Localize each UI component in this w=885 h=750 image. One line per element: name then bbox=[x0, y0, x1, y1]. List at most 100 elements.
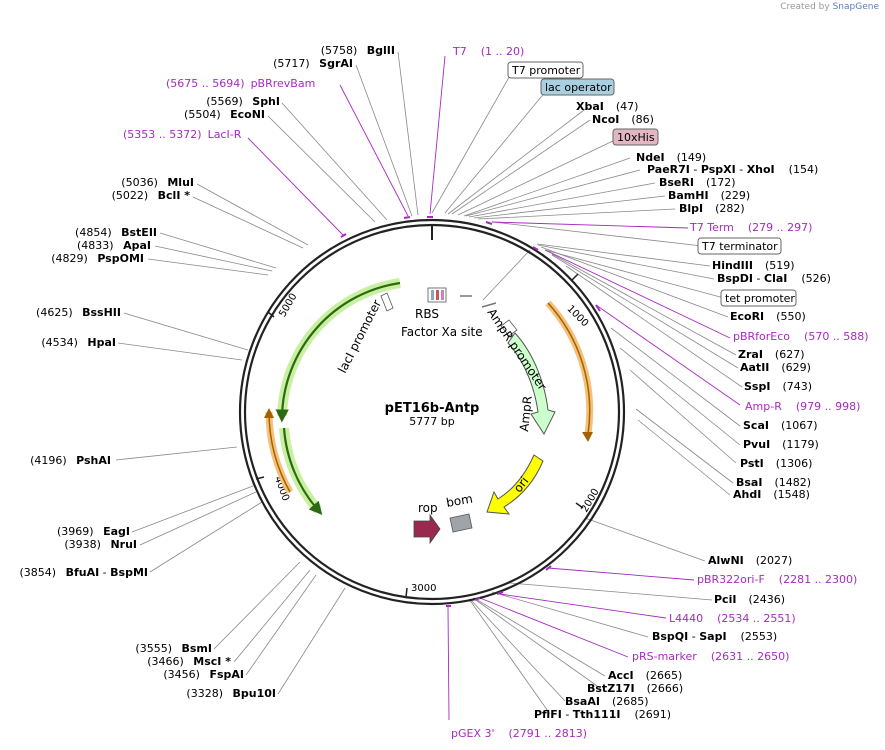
site-fspai: (3456) FspAI bbox=[163, 668, 244, 681]
svg-text:tet promoter: tet promoter bbox=[725, 292, 795, 305]
svg-text:T7 terminator: T7 terminator bbox=[701, 240, 778, 253]
site-econi: (5504) EcoNI bbox=[184, 108, 265, 121]
bom-box bbox=[449, 513, 473, 533]
tick-2000: 2000 bbox=[579, 487, 601, 515]
primer-pbr322ori-f: pBR322ori-F(2281 .. 2300) bbox=[697, 573, 857, 586]
credit: Created by SnapGene bbox=[780, 2, 879, 12]
right-site-labels: XbaI(47) NcoI(86) NdeI(149) PaeR7I - Psp… bbox=[534, 100, 831, 721]
primer-connectors bbox=[247, 55, 741, 721]
site-bpu10i: (3328) Bpu10I bbox=[186, 687, 276, 700]
badge-tet-promoter: tet promoter bbox=[720, 289, 797, 307]
primer-pbrrevbam: (5675 .. 5694)pBRrevBam bbox=[166, 77, 315, 90]
site-xbai: XbaI(47) bbox=[576, 100, 638, 113]
site-aatii: AatII(629) bbox=[740, 361, 811, 374]
primer-marks bbox=[340, 216, 601, 607]
tick-3000: 3000 bbox=[411, 583, 436, 594]
primer-l4440: L4440(2534 .. 2551) bbox=[669, 612, 796, 625]
connector-lines bbox=[115, 51, 743, 715]
site-pvui: PvuI(1179) bbox=[743, 438, 819, 451]
rbs-stripe-2 bbox=[436, 290, 439, 300]
ruler-ticks bbox=[255, 273, 584, 598]
ori-arrow bbox=[486, 454, 544, 515]
primer-prs-marker: pRS-marker(2631 .. 2650) bbox=[632, 650, 789, 663]
backbone-outer bbox=[238, 218, 626, 606]
bom-label: bom bbox=[445, 492, 474, 510]
site-ecori: EcoRI(550) bbox=[730, 310, 806, 323]
site-eagi: (3969) EagI bbox=[57, 525, 130, 538]
site-zrai: ZraI(627) bbox=[738, 348, 805, 361]
badge-lac-operator: lac operator bbox=[540, 78, 615, 96]
site-pflfi: PflFI - Tth111I(2691) bbox=[534, 708, 671, 721]
site-hpai: (4534) HpaI bbox=[41, 336, 116, 349]
ampr-promoter-label: AmpR promoter bbox=[485, 306, 550, 393]
site-bseri: BseRI(172) bbox=[659, 176, 736, 189]
site-pspomi: (4829) PspOMI bbox=[51, 252, 144, 265]
primer-pgex3: pGEX 3'(2791 .. 2813) bbox=[451, 727, 587, 740]
ampr-start-mark bbox=[481, 302, 497, 308]
site-sphi: (5569) SphI bbox=[206, 95, 280, 108]
site-bstz17i: BstZ17I(2666) bbox=[587, 682, 683, 695]
left-orange-arc-line bbox=[268, 411, 291, 493]
site-blpi: BlpI(282) bbox=[679, 202, 745, 215]
primer-t7: T7(1 .. 20) bbox=[452, 45, 524, 58]
site-bsshii: (4625) BssHII bbox=[36, 306, 121, 319]
ampr-promoter-arrow bbox=[500, 319, 518, 337]
primer-amp-r: Amp-R(979 .. 998) bbox=[745, 400, 860, 413]
site-mlui: (5036) MluI bbox=[121, 176, 194, 189]
site-acci: AccI(2665) bbox=[608, 669, 682, 682]
rop-label: rop bbox=[418, 501, 438, 515]
right-orange-arc-line bbox=[547, 302, 591, 435]
badge-t7-promoter: T7 promoter bbox=[507, 61, 584, 79]
site-nrui: (3938) NruI bbox=[64, 538, 137, 551]
badge-10xhis: 10xHis bbox=[612, 128, 659, 146]
site-bspqi: BspQI - SapI(2553) bbox=[652, 630, 777, 643]
site-apai: (4833) ApaI bbox=[77, 239, 151, 252]
rbs-stripe-3 bbox=[441, 290, 444, 300]
primer-laci-r: (5353 .. 5372)LacI-R bbox=[123, 128, 242, 141]
left-orange-arrowhead bbox=[264, 408, 274, 418]
ampr-label: AmpR bbox=[517, 395, 535, 432]
site-bspdi: BspDI - ClaI(526) bbox=[717, 272, 831, 285]
site-bsteii: (4854) BstEII bbox=[75, 226, 157, 239]
site-sgrai: (5717) SgrAI bbox=[273, 57, 353, 70]
snapgene-logo: SnapGene bbox=[832, 2, 879, 12]
site-sspi: SspI(743) bbox=[744, 380, 812, 393]
badge-t7-terminator: T7 terminator bbox=[697, 237, 782, 255]
site-bsai: BsaI(1482) bbox=[736, 476, 811, 489]
site-bamhi: BamHI(229) bbox=[668, 189, 750, 202]
site-hindiii: HindIII(519) bbox=[712, 259, 795, 272]
primer-t7-term: T7 Term(279 .. 297) bbox=[689, 221, 812, 234]
primer-pbrforeco: pBRforEco(570 .. 588) bbox=[733, 330, 869, 343]
site-pshai: (4196) PshAI bbox=[30, 454, 111, 467]
site-bcli: (5022) BclI * bbox=[112, 189, 191, 202]
svg-text:lac operator: lac operator bbox=[545, 81, 612, 94]
rbs-label: RBS bbox=[415, 307, 439, 321]
plasmid-name: pET16b-Antp bbox=[385, 401, 480, 416]
site-alwni: AlwNI(2027) bbox=[708, 554, 792, 567]
laci-promoter-arrow bbox=[380, 292, 394, 312]
ampr-arrow bbox=[507, 332, 556, 436]
site-ncoi: NcoI(86) bbox=[592, 113, 654, 126]
laci-feature bbox=[275, 278, 401, 515]
site-paer7i: PaeR7I - PspXI - XhoI(154) bbox=[647, 163, 818, 176]
right-orange-arrowhead bbox=[582, 432, 593, 442]
svg-text:10xHis: 10xHis bbox=[617, 131, 655, 144]
rop-arrow bbox=[413, 513, 441, 545]
site-bsmi: (3555) BsmI bbox=[135, 642, 212, 655]
site-bsaai: BsaAI(2685) bbox=[565, 695, 649, 708]
svg-text:T7 promoter: T7 promoter bbox=[511, 64, 581, 77]
site-bglii: (5758) BglII bbox=[321, 44, 395, 57]
site-ndei: NdeI(149) bbox=[636, 151, 706, 164]
site-pcii: PciI(2436) bbox=[714, 593, 785, 606]
site-bfuai: (3854) BfuAI - BspMI bbox=[19, 566, 148, 579]
site-psti: PstI(1306) bbox=[740, 457, 812, 470]
plasmid-length: 5777 bp bbox=[409, 415, 454, 428]
tick-5000: 5000 bbox=[277, 292, 299, 320]
site-scai: ScaI(1067) bbox=[743, 419, 818, 432]
factor-xa-label: Factor Xa site bbox=[401, 325, 483, 339]
rbs-stripe-1 bbox=[431, 290, 434, 300]
primer-labels: T7(1 .. 20) (5675 .. 5694)pBRrevBam (535… bbox=[123, 45, 869, 740]
site-ahdi: AhdI(1548) bbox=[733, 488, 810, 501]
left-site-labels: (5758) BglII (5717) SgrAI (5569) SphI (5… bbox=[19, 44, 395, 700]
